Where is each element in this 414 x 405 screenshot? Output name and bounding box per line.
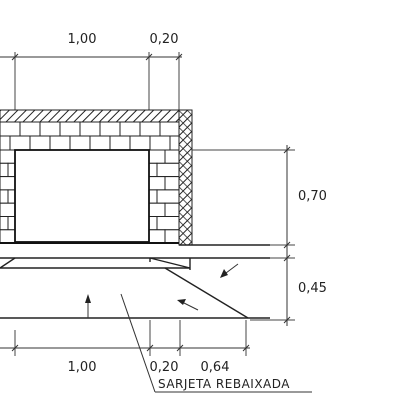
brick xyxy=(129,135,151,151)
bottom-width-mid-label: 0,20 xyxy=(150,360,179,375)
brick xyxy=(0,176,16,191)
brick xyxy=(59,121,81,137)
brick xyxy=(119,121,141,137)
brick xyxy=(0,216,9,231)
brick xyxy=(148,189,158,204)
top-width-left-label: 1,00 xyxy=(68,32,97,47)
brick xyxy=(7,162,16,178)
brick xyxy=(0,121,21,137)
brick xyxy=(148,202,166,217)
top-width-right-label: 0,20 xyxy=(150,32,179,47)
brick xyxy=(0,162,9,178)
brick xyxy=(0,202,16,217)
brick xyxy=(0,229,16,244)
brick xyxy=(139,121,161,137)
brick xyxy=(148,162,158,178)
brick xyxy=(169,135,180,151)
brick xyxy=(7,189,16,204)
top-dimension: 1,00 0,20 xyxy=(0,32,183,112)
brick xyxy=(89,135,111,151)
sarjeta-callout: SARJETA REBAIXADA xyxy=(120,293,312,393)
brick xyxy=(156,189,180,204)
brick xyxy=(9,135,31,151)
brick xyxy=(29,135,51,151)
culvert-opening xyxy=(14,149,150,243)
brick xyxy=(0,149,16,164)
brick xyxy=(148,216,158,231)
brick xyxy=(156,162,180,178)
arrow-icon xyxy=(220,263,239,278)
arrow-icon xyxy=(177,299,199,311)
brick xyxy=(49,135,71,151)
brick xyxy=(148,176,166,191)
brick xyxy=(7,216,16,231)
brick xyxy=(156,216,180,231)
bottom-dimension: 1,00 0,20 0,64 xyxy=(0,320,250,375)
height-upper-label: 0,70 xyxy=(298,189,327,204)
brick xyxy=(164,229,180,244)
right-dimensions: 0,70 0,45 xyxy=(192,145,327,326)
brick xyxy=(159,121,180,137)
brick xyxy=(69,135,91,151)
brick xyxy=(99,121,121,137)
brick xyxy=(164,202,180,217)
brick xyxy=(148,229,166,244)
arrow-icon xyxy=(85,294,91,318)
brick xyxy=(148,149,166,164)
brick xyxy=(39,121,61,137)
sarjeta-label: SARJETA REBAIXADA xyxy=(158,377,290,391)
brick xyxy=(164,149,180,164)
brick xyxy=(0,189,9,204)
base-lines xyxy=(0,242,270,319)
height-lower-label: 0,45 xyxy=(298,281,327,296)
bottom-width-right-label: 0,64 xyxy=(201,360,230,375)
flow-arrows xyxy=(85,263,239,318)
brick xyxy=(19,121,41,137)
brick xyxy=(0,135,11,151)
bottom-width-left-label: 1,00 xyxy=(68,360,97,375)
brick xyxy=(109,135,131,151)
brick xyxy=(149,135,171,151)
brick xyxy=(79,121,101,137)
brick xyxy=(164,176,180,191)
